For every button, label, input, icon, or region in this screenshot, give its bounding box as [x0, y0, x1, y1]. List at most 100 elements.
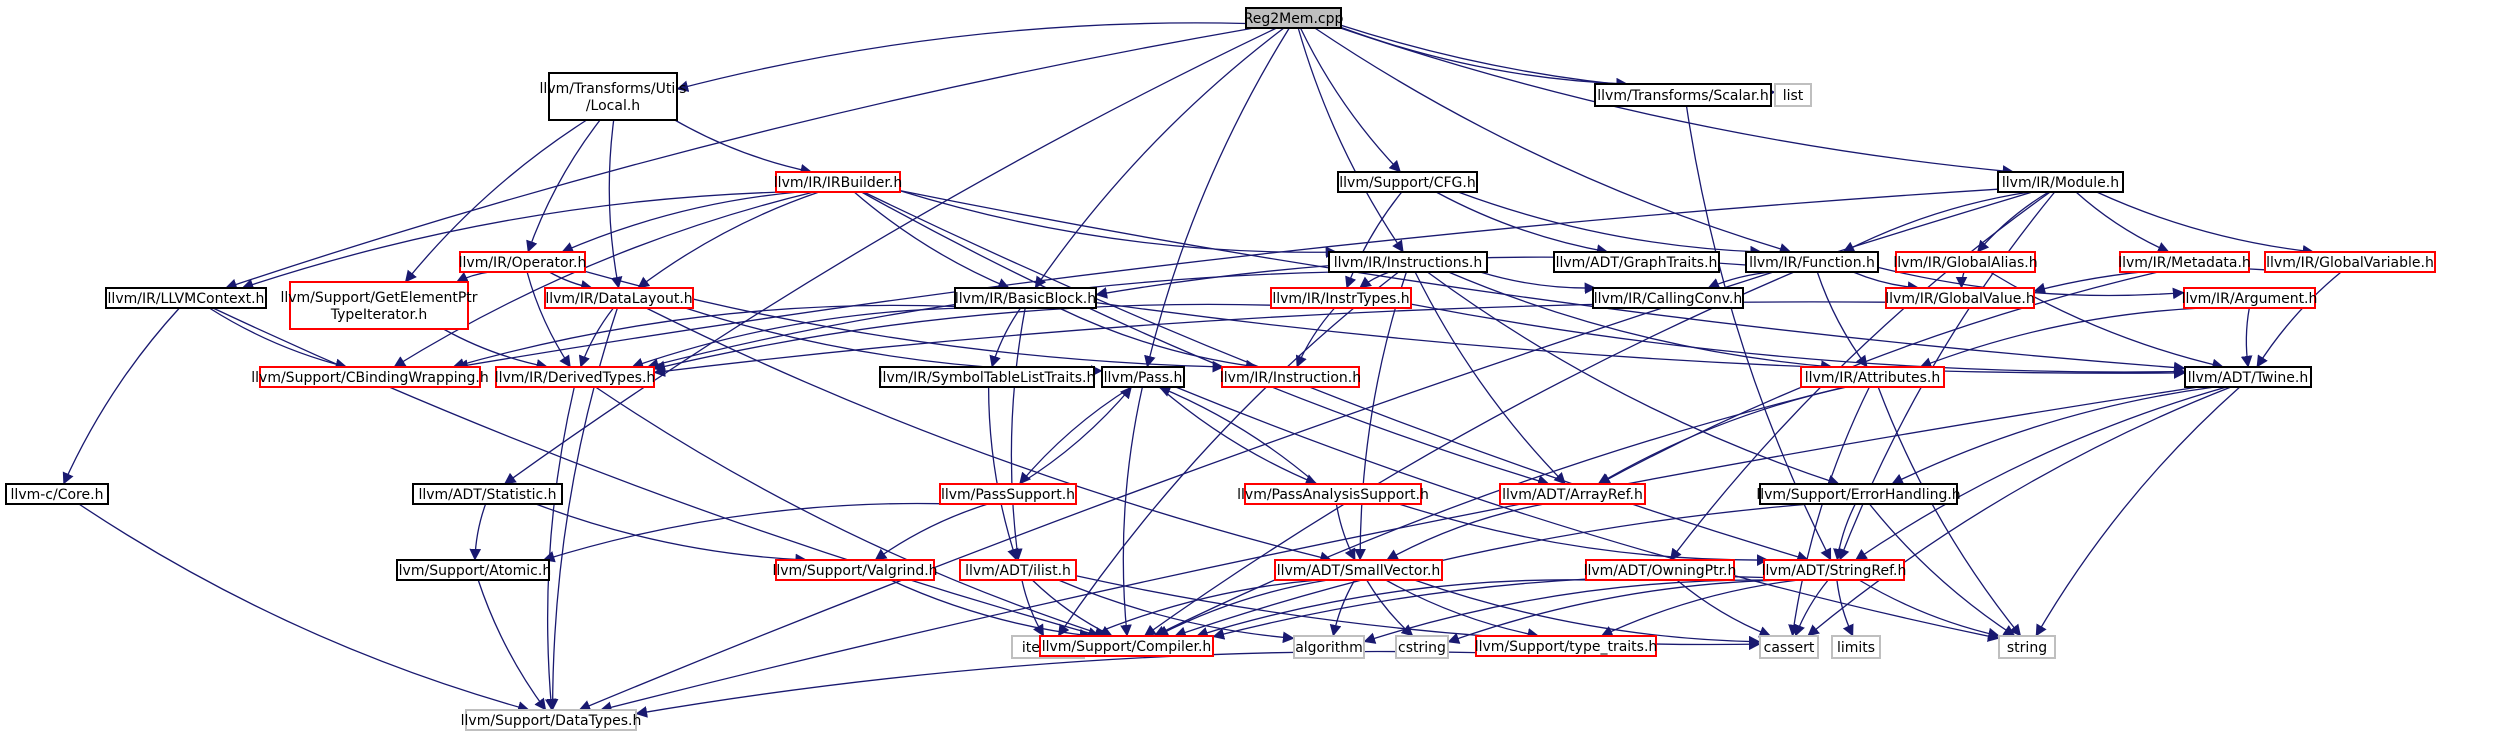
node-label: llvm/IR/Module.h	[2002, 175, 2119, 191]
edge-datalayout-to-derivedtypes	[578, 307, 614, 368]
edge-datalayout-to-datatypes	[546, 307, 619, 711]
node-box	[396, 559, 550, 581]
node-attributes[interactable]: llvm/IR/Attributes.h	[1800, 366, 1945, 388]
node-atomic[interactable]: llvm/Support/Atomic.h	[395, 559, 551, 581]
node-cbinding[interactable]: llvm/Support/CBindingWrapping.h	[251, 366, 489, 388]
edge-passanalysis-to-pass	[1158, 385, 1318, 485]
node-box	[1270, 287, 1412, 309]
node-basicblock[interactable]: llvm/IR/BasicBlock.h	[954, 287, 1097, 309]
node-irbuilder[interactable]: llvm/IR/IRBuilder.h	[774, 171, 902, 193]
node-passsupport[interactable]: llvm/PassSupport.h	[939, 483, 1077, 505]
node-box	[1553, 251, 1720, 273]
node-errorhandling[interactable]: llvm/Support/ErrorHandling.h	[1756, 483, 1961, 505]
node-label: llvm/Support/GetElementPtr	[280, 290, 477, 306]
node-core[interactable]: llvm-c/Core.h	[5, 483, 109, 505]
edge-basicblock-to-cbinding	[452, 304, 956, 370]
edge-reg2mem-to-statistic	[503, 27, 1277, 485]
node-list: list	[1774, 83, 1812, 107]
edge-llvmcontext-to-compiler	[212, 307, 1101, 639]
node-llvmcontext[interactable]: llvm/IR/LLVMContext.h	[105, 287, 267, 309]
node-globalvalue[interactable]: llvm/IR/GlobalValue.h	[1885, 287, 2035, 309]
node-algorithm: algorithm	[1293, 635, 1365, 659]
node-label: algorithm	[1295, 640, 1363, 656]
node-twine[interactable]: llvm/ADT/Twine.h	[2184, 366, 2312, 388]
node-transforms_local[interactable]: llvm/Transforms/Utils/Local.h	[540, 72, 687, 121]
node-instruction[interactable]: llvm/IR/Instruction.h	[1220, 366, 1361, 388]
node-graphtraits[interactable]: llvm/ADT/GraphTraits.h	[1553, 251, 1720, 273]
edge-core-to-datatypes	[78, 503, 530, 713]
node-stringref[interactable]: llvm/ADT/StringRef.h	[1762, 559, 1907, 581]
node-box	[959, 559, 1077, 581]
node-statistic[interactable]: llvm/ADT/Statistic.h	[412, 483, 563, 505]
node-box	[1745, 251, 1879, 273]
node-pass[interactable]: llvm/Pass.h	[1101, 366, 1185, 388]
edge-twine-to-errorhandling	[1891, 386, 2215, 485]
node-box	[259, 366, 481, 388]
node-derivedtypes[interactable]: llvm/IR/DerivedTypes.h	[495, 366, 656, 388]
node-label: llvm/IR/DerivedTypes.h	[495, 370, 656, 386]
edge-reg2mem-to-module	[1340, 27, 2015, 177]
node-typetraits[interactable]: llvm/Support/type_traits.h	[1475, 635, 1658, 657]
edge-module-to-function	[1842, 191, 2030, 253]
nodes-layer: Reg2Mem.cpp llvm/Transforms/Utils/Local.h…	[5, 7, 2436, 731]
node-instructions[interactable]: llvm/IR/Instructions.h	[1328, 251, 1488, 273]
node-datalayout[interactable]: llvm/IR/DataLayout.h	[544, 287, 694, 309]
edge-irbuilder-to-llvmcontext	[241, 191, 782, 291]
edge-reg2mem-to-instructions	[1297, 27, 1404, 253]
edge-module-to-cbinding	[456, 188, 1999, 371]
node-box	[1592, 287, 1744, 309]
node-label: TypeIterator.h	[330, 307, 428, 323]
edge-basicblock-to-ilist	[1010, 307, 1026, 561]
node-box	[954, 287, 1097, 309]
edge-statistic-to-valgrind	[535, 503, 808, 566]
node-label: llvm/IR/Instruction.h	[1220, 370, 1361, 386]
node-label: llvm/Pass.h	[1104, 370, 1183, 386]
node-module[interactable]: llvm/IR/Module.h	[1997, 171, 2124, 193]
edge-ilist-to-compiler	[1031, 579, 1113, 637]
node-ilist[interactable]: llvm/ADT/ilist.h	[959, 559, 1077, 581]
node-label: llvm/IR/GlobalAlias.h	[1893, 255, 2037, 271]
node-compiler[interactable]: llvm/Support/Compiler.h	[1039, 635, 1214, 657]
node-argument[interactable]: llvm/IR/Argument.h	[2182, 287, 2318, 309]
edge-symboltable-to-ilist	[987, 386, 1019, 561]
edge-valgrind-to-compiler	[890, 579, 1092, 641]
node-transforms_scalar[interactable]: llvm/Transforms/Scalar.h	[1594, 83, 1772, 107]
node-box	[459, 251, 586, 273]
node-globalvariable[interactable]: llvm/IR/GlobalVariable.h	[2264, 251, 2436, 273]
edge-module-to-metadata	[2075, 191, 2170, 253]
node-cfg[interactable]: llvm/Support/CFG.h	[1337, 171, 1478, 193]
node-box	[412, 483, 563, 505]
edge-module-to-globalalias	[1976, 191, 2049, 253]
node-reg2mem: Reg2Mem.cpp	[1244, 7, 1344, 29]
node-label: string	[2007, 640, 2047, 656]
node-arrayref[interactable]: llvm/ADT/ArrayRef.h	[1499, 483, 1646, 505]
node-box	[2264, 251, 2436, 273]
node-valgrind[interactable]: llvm/Support/Valgrind.h	[772, 559, 938, 581]
node-instrtypes[interactable]: llvm/IR/InstrTypes.h	[1270, 287, 1412, 309]
node-smallvector[interactable]: llvm/ADT/SmallVector.h	[1274, 559, 1443, 581]
node-box	[1337, 171, 1478, 193]
node-label: llvm/Support/Atomic.h	[395, 563, 551, 579]
node-callingconv[interactable]: llvm/IR/CallingConv.h	[1592, 287, 1744, 309]
node-label: llvm/IR/Instructions.h	[1334, 255, 1483, 271]
node-box	[1997, 171, 2124, 193]
node-box	[1774, 83, 1812, 107]
edge-derivedtypes-to-datatypes	[544, 386, 575, 711]
node-symboltable[interactable]: llvm/IR/SymbolTableListTraits.h	[879, 366, 1096, 388]
edge-instrtypes-to-derivedtypes	[653, 303, 1272, 373]
edge-stringref-to-compiler	[1212, 575, 1765, 640]
node-box	[1831, 635, 1881, 659]
node-label: Reg2Mem.cpp	[1244, 11, 1344, 27]
edge-reg2mem-to-transforms_scalar	[1340, 26, 1628, 90]
node-globalalias[interactable]: llvm/IR/GlobalAlias.h	[1893, 251, 2038, 273]
node-metadata[interactable]: llvm/IR/Metadata.h	[2118, 251, 2251, 273]
node-operator[interactable]: llvm/IR/Operator.h	[459, 251, 587, 273]
node-passanalysis[interactable]: llvm/PassAnalysisSupport.h	[1237, 483, 1429, 505]
edge-errorhandling-to-string	[1868, 503, 2016, 637]
node-label: llvm/IR/GlobalValue.h	[1885, 291, 2034, 307]
node-function[interactable]: llvm/IR/Function.h	[1745, 251, 1879, 273]
edge-instrtypes-to-twine	[1410, 303, 2186, 378]
node-owningptr[interactable]: llvm/ADT/OwningPtr.h	[1584, 559, 1737, 581]
node-label: llvm/IR/Attributes.h	[1805, 370, 1940, 386]
